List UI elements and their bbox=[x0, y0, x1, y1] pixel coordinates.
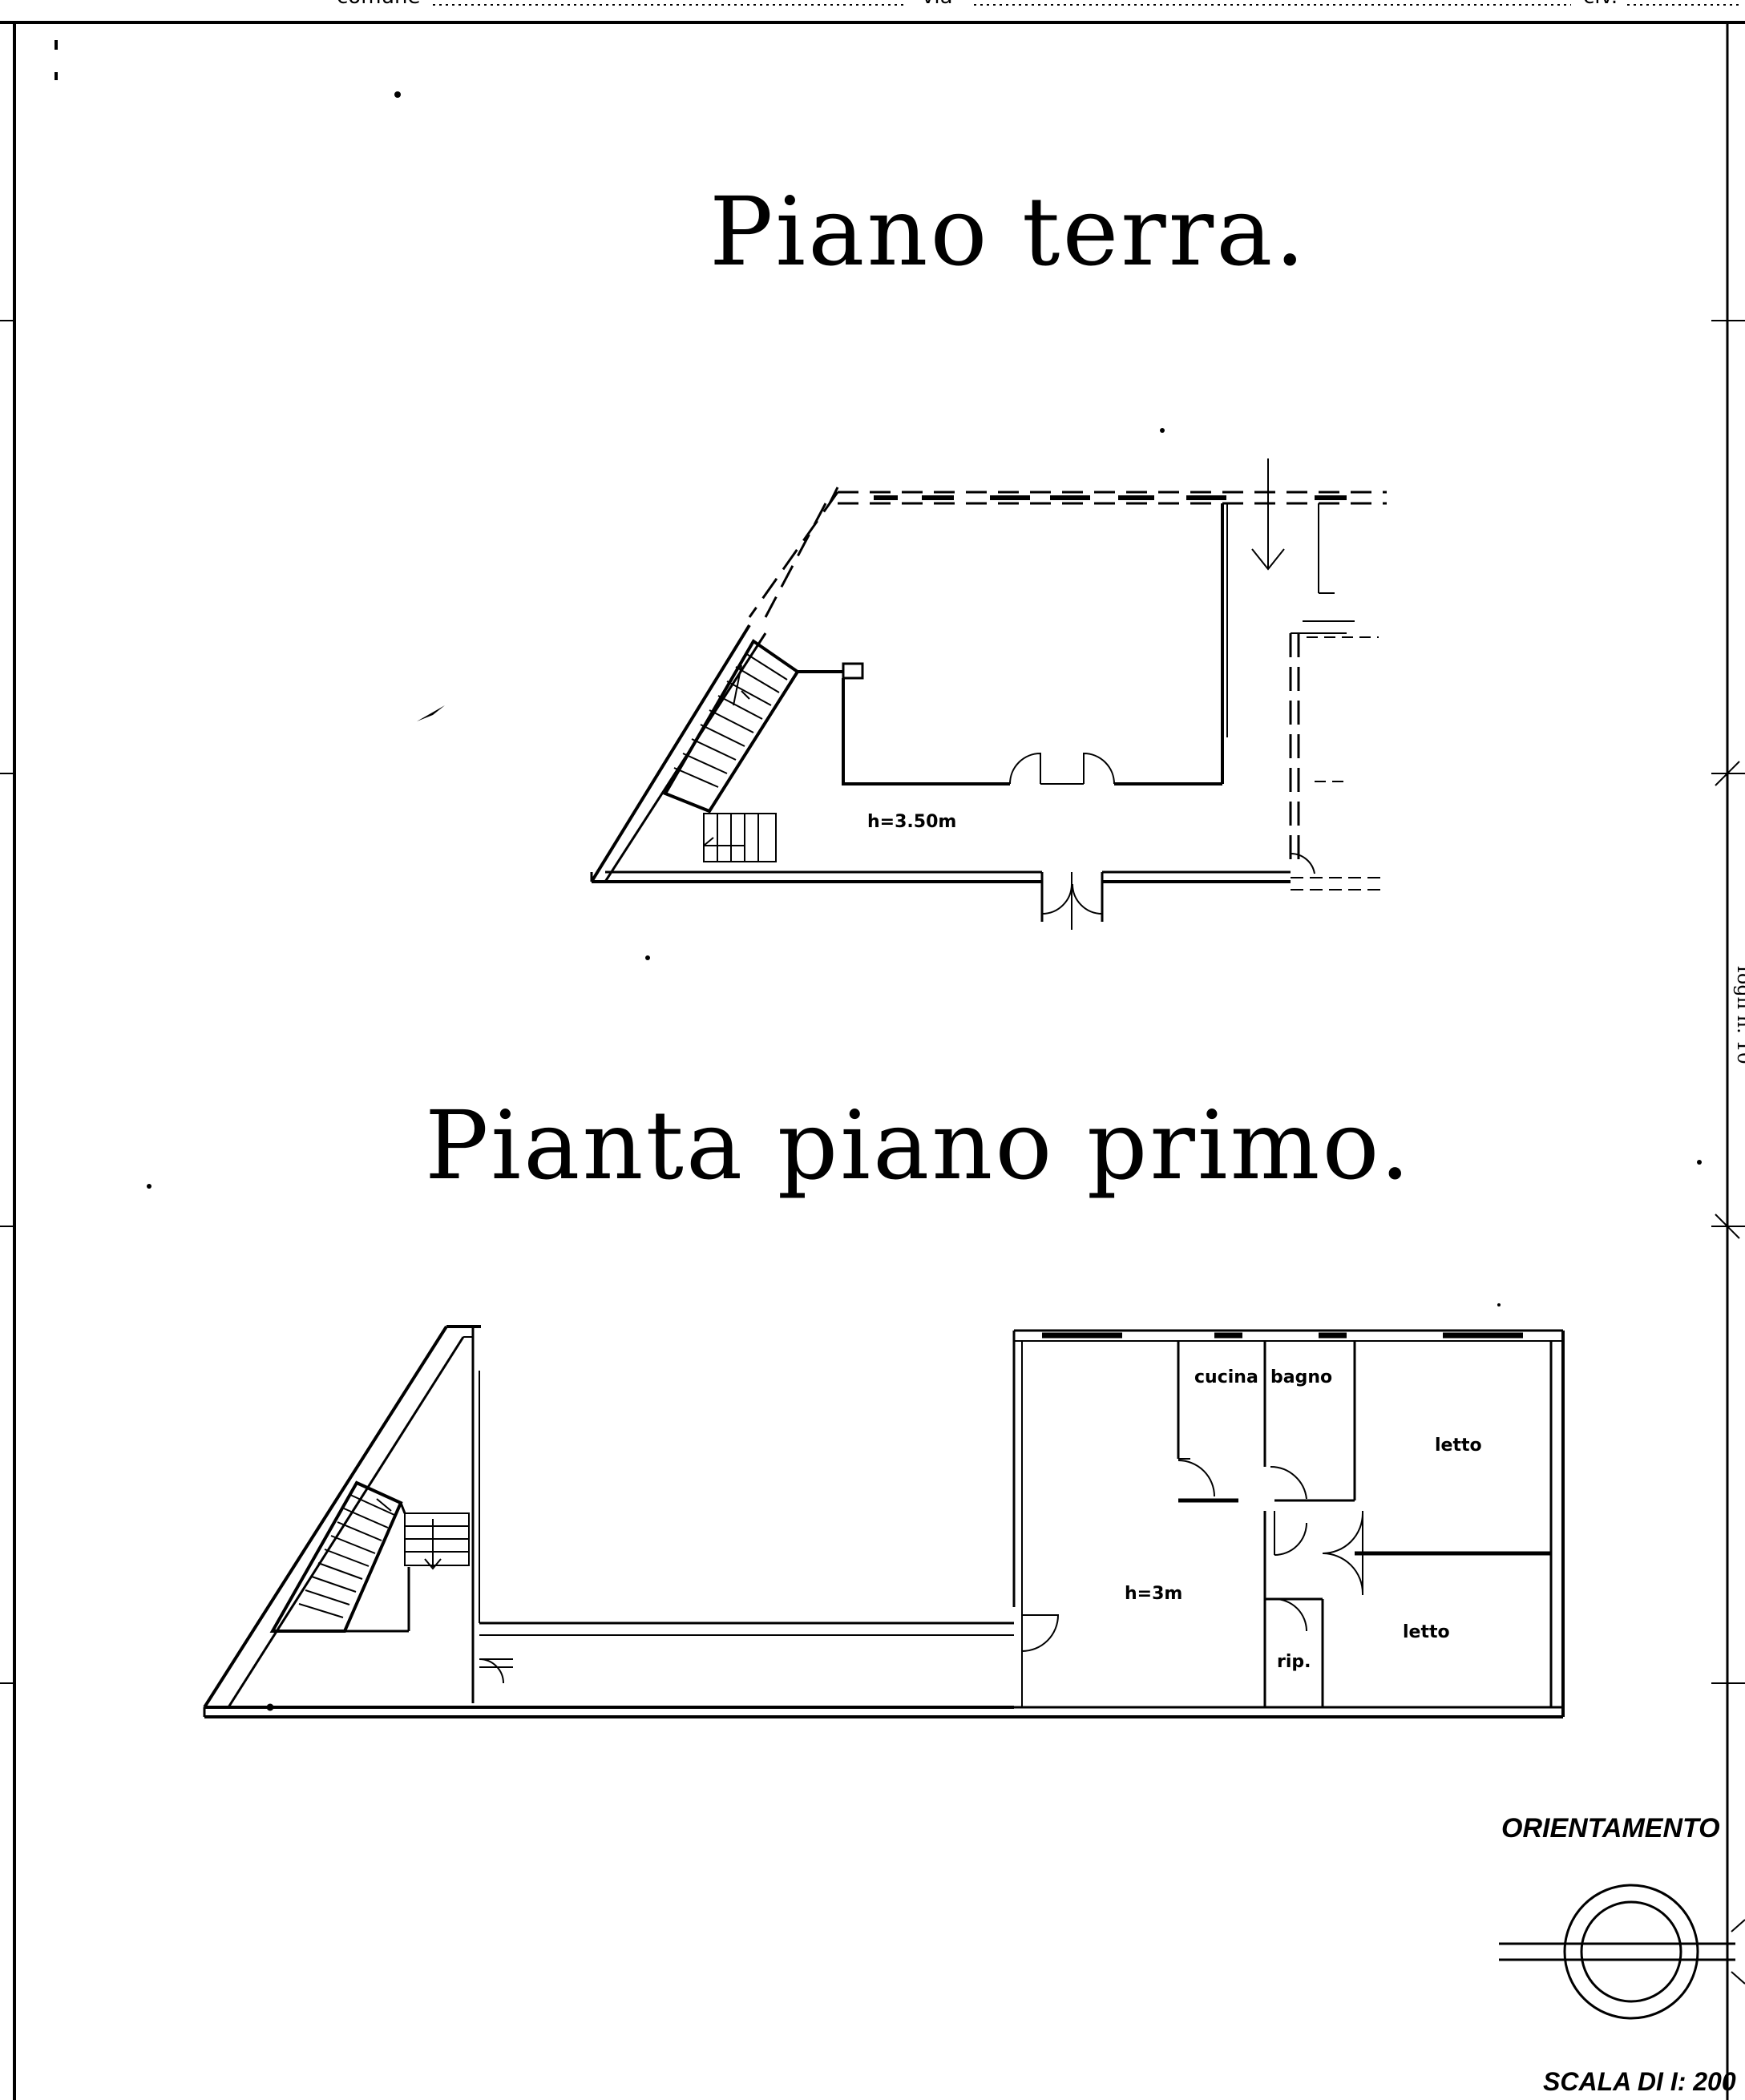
first-floor-title: Pianta piano primo. bbox=[425, 1090, 1412, 1201]
page-frame: fogli n. 10 bbox=[0, 22, 1745, 2100]
header-fragment-mid: via bbox=[922, 0, 953, 9]
first-height-label: h=3m bbox=[1125, 1584, 1182, 1604]
room-label-letto-top: letto bbox=[1435, 1436, 1482, 1456]
scale-label: SCALA DI I: 200 bbox=[1543, 2067, 1736, 2096]
header-fragment-right: civ. bbox=[1583, 0, 1618, 9]
header-fragment-left: comune bbox=[337, 0, 420, 9]
room-label-rip: rip. bbox=[1277, 1652, 1311, 1672]
margin-note: fogli n. 10 bbox=[1733, 966, 1745, 1064]
ground-floor-title: Piano terra. bbox=[709, 176, 1307, 287]
room-label-cucina: cucina bbox=[1194, 1367, 1258, 1387]
orientation-label: ORIENTAMENTO bbox=[1501, 1813, 1720, 1844]
compass-icon bbox=[1499, 1884, 1745, 2020]
scan-specks bbox=[55, 40, 1702, 1306]
room-label-letto-bottom: letto bbox=[1403, 1622, 1450, 1642]
ground-staircase bbox=[663, 639, 800, 862]
ground-height-label: h=3.50m bbox=[867, 812, 956, 832]
ground-floor-plan bbox=[590, 458, 1387, 930]
first-floor-plan bbox=[203, 1325, 1565, 1718]
room-label-bagno: bagno bbox=[1270, 1367, 1332, 1387]
first-staircase bbox=[269, 1480, 470, 1633]
first-floor-room-labels: cucina bagno letto letto rip. h=3m bbox=[1125, 1367, 1482, 1672]
header-band: comune via civ. bbox=[0, 0, 1745, 24]
